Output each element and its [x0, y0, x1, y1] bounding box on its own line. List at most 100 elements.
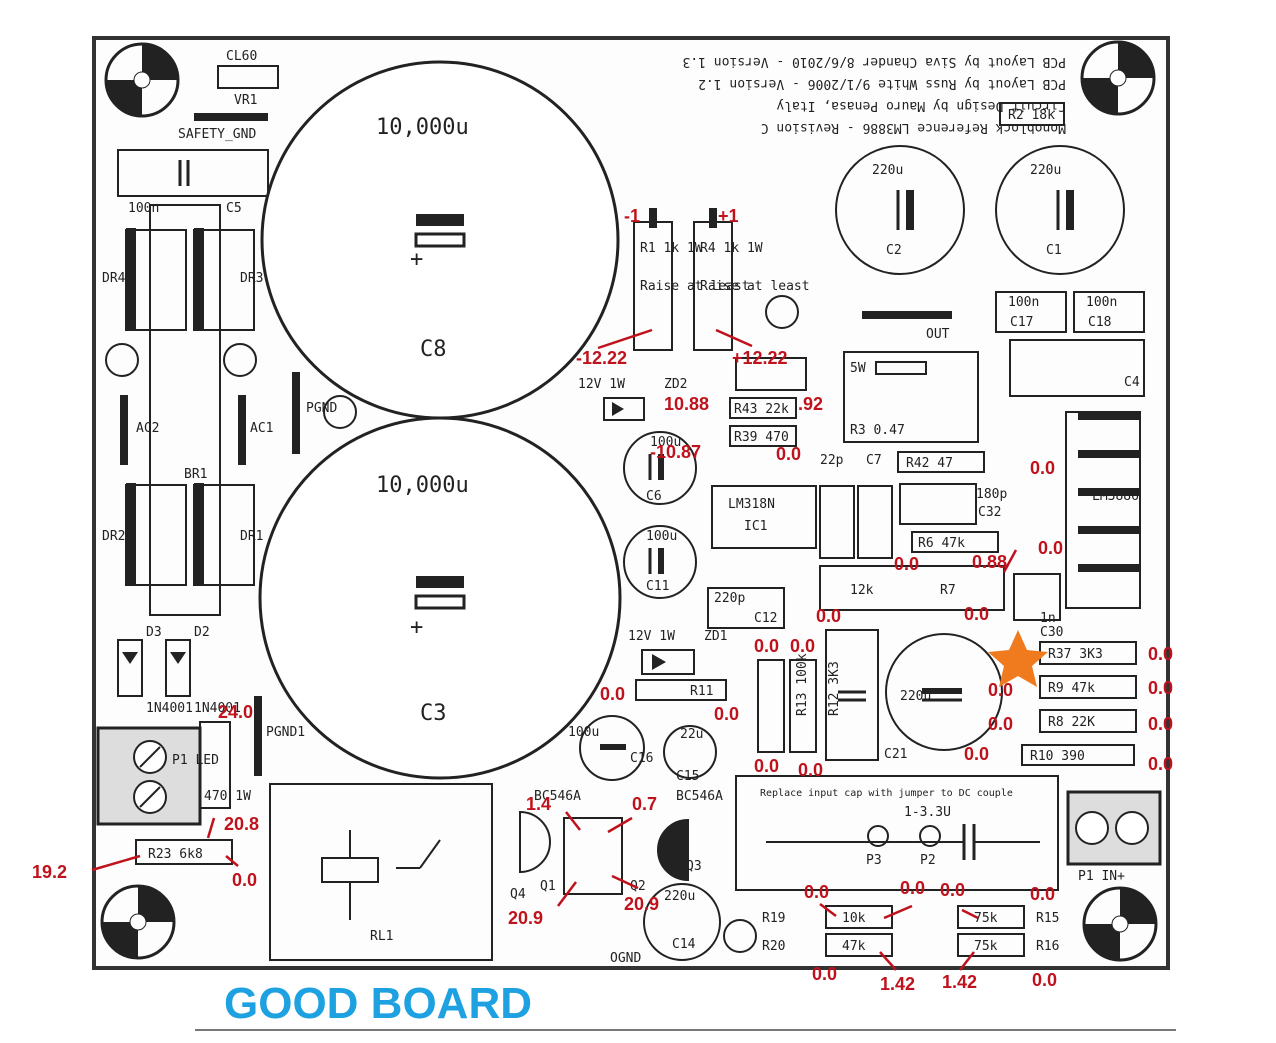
c5-name: C5 — [226, 201, 242, 216]
measurement-leaders — [91, 328, 1018, 971]
ac2-label: AC2 — [136, 421, 159, 436]
p1-led-label: P1 LED — [172, 753, 219, 768]
c1-capacitor: 220u C1 — [995, 145, 1125, 275]
r11-outline — [635, 679, 727, 701]
c15-name: C15 — [676, 769, 699, 784]
r9-outline — [1039, 675, 1137, 699]
r39-label: R39 470 — [734, 430, 789, 445]
meas-r11-right: 0.0 — [714, 704, 739, 724]
c17-name: C17 — [1010, 315, 1033, 330]
film-cap-outline — [825, 629, 879, 761]
c11-value: 100u — [646, 529, 677, 544]
header-line-3: Circuit Design by Mauro Penasa, Italy — [776, 98, 1066, 113]
q-part-left: BC546A — [534, 789, 581, 804]
r20-value: 47k — [842, 939, 866, 954]
d3-part: 1N4001 — [146, 701, 193, 716]
header-line-4: Monoblock Reference LM3886 - Revision C — [761, 120, 1066, 135]
meas-r6-left: 0.0 — [894, 554, 919, 574]
r15-name: R15 — [1036, 911, 1059, 926]
meas-r7-right: 0.0 — [964, 604, 989, 624]
r43-outline — [729, 397, 797, 419]
r3-outline — [843, 351, 979, 443]
c18-name: C18 — [1088, 315, 1111, 330]
transistor-pair-outline — [563, 817, 623, 895]
r19-outline — [825, 905, 893, 929]
c12-value: 220p — [714, 591, 745, 606]
transistor-q3: Q3 — [657, 818, 702, 882]
c5-outline — [117, 149, 269, 197]
meas-r10-right: 0.0 — [1148, 754, 1173, 774]
r3-label: R3 0.47 — [850, 423, 905, 438]
meas-r8-right: 0.0 — [1148, 714, 1173, 734]
d3-outline — [117, 639, 143, 697]
p1-in-label: P1 IN+ — [1078, 869, 1125, 884]
lm3886-label: LM3886 — [1092, 489, 1139, 504]
meas-r9-left: 0.0 — [988, 680, 1013, 700]
c3-plus: + — [410, 615, 423, 640]
vr1-outline — [217, 65, 279, 89]
meas-r11-left: 0.0 — [600, 684, 625, 704]
header-text-block: PCB Layout by Siva Chander 8/6/2010 - Ve… — [682, 54, 1066, 135]
c12-name: C12 — [754, 611, 777, 626]
r16-name: R16 — [1036, 939, 1059, 954]
meas-r23-right: 0.0 — [232, 870, 257, 890]
mount-hole-bottom-right — [1082, 886, 1158, 962]
r39-outline — [729, 425, 797, 447]
c11-capacitor: C11 100u — [623, 525, 697, 599]
r10-outline — [1021, 744, 1135, 766]
meas-r20-left: 0.0 — [812, 964, 837, 984]
meas-r1-top: -1 — [624, 206, 640, 226]
meas-c6: -10.87 — [650, 442, 701, 462]
transistor-q1: Q1 — [519, 810, 556, 894]
r23-outline — [135, 839, 233, 865]
r19-name: R19 — [762, 911, 785, 926]
meas-r43: .92 — [798, 394, 823, 414]
q-part-right: BC546A — [676, 789, 723, 804]
zd1-value: 12V 1W — [628, 629, 675, 644]
c1-value: 220u — [1030, 163, 1061, 178]
meas-r9-right: 0.0 — [1148, 678, 1173, 698]
r6-label: R6 47k — [918, 536, 965, 551]
r12-outline — [789, 659, 817, 753]
c2-name: C2 — [886, 243, 902, 258]
r1-note: Raise at least — [640, 279, 750, 294]
meas-r10-left: 0.0 — [964, 744, 989, 764]
zd2-outline — [603, 397, 645, 421]
c21-value: 220u — [900, 689, 931, 704]
r42-label: R42 47 — [906, 456, 953, 471]
input-cap-value: 1-3.3U — [904, 805, 951, 820]
meas-r1-bottom: -12.22 — [576, 348, 627, 368]
pgnd1-label: PGND1 — [266, 725, 305, 740]
meas-r16-left: 1.42 — [942, 972, 977, 992]
r8-label: R8 22K — [1048, 715, 1095, 730]
q1-label: Q1 — [540, 879, 556, 894]
cl60-label: CL60 — [226, 49, 257, 64]
r15-outline — [957, 905, 1025, 929]
led-resistor — [199, 721, 231, 809]
c17-value: 100n — [1008, 295, 1039, 310]
p3-label: P3 — [866, 853, 882, 868]
r13-label: R13 100k — [795, 653, 810, 716]
q2-label: Q2 — [630, 879, 646, 894]
c1-name: C1 — [1046, 243, 1062, 258]
r7-value: 12k — [850, 583, 874, 598]
r11-label: R11 — [690, 684, 713, 699]
c17-outline — [995, 291, 1067, 333]
c4-outline — [1009, 339, 1145, 397]
c16-capacitor: 100u C16 — [568, 715, 653, 781]
r37-label: R37 3K3 — [1048, 647, 1103, 662]
c5-value: 100n — [128, 201, 159, 216]
ic1-outline — [711, 485, 817, 549]
zd2-value: 12V 1W — [578, 377, 625, 392]
c18-value: 100n — [1086, 295, 1117, 310]
zd2-label: ZD2 — [664, 377, 687, 392]
meas-r13-top: 0.0 — [754, 636, 779, 656]
q4-label: Q4 — [510, 887, 526, 902]
r4-note: Raise at least — [700, 279, 810, 294]
mount-hole-top-right — [1080, 40, 1156, 116]
r12-label: R12 3K3 — [827, 661, 842, 716]
c4-name: C4 — [1124, 375, 1140, 390]
meas-r4-top: +1 — [718, 206, 739, 226]
c30-value: 1n — [1040, 611, 1056, 626]
